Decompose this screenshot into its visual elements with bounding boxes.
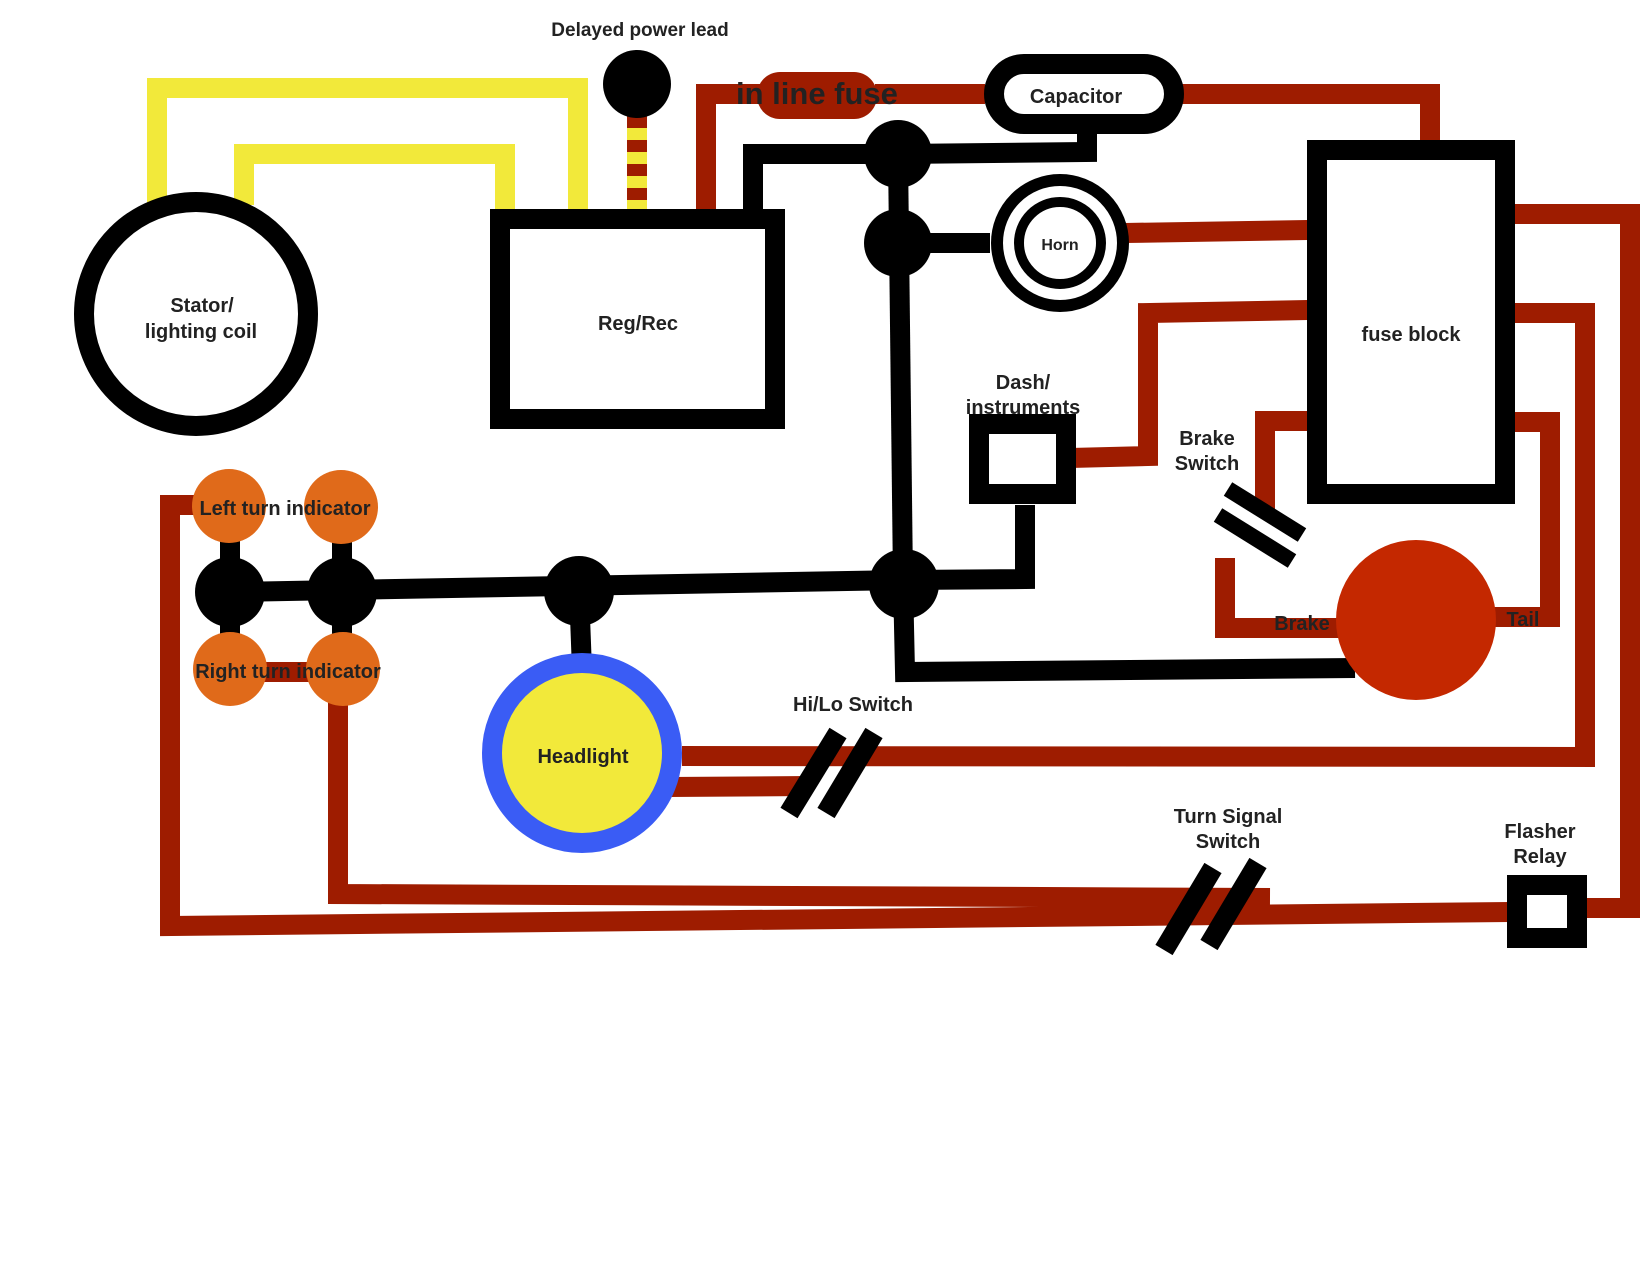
junction-dot — [864, 120, 932, 188]
brake-tail-light — [1336, 540, 1496, 700]
stator-label-line1: Stator/ — [170, 295, 234, 317]
wire-regrec-to-fuse — [696, 84, 760, 215]
in-line-fuse-label: in line fuse — [736, 76, 898, 111]
in-line-fuse — [757, 72, 877, 119]
ground-wires — [220, 125, 1356, 683]
delayed-power-lead-terminal — [603, 50, 671, 118]
stator-label-line2: lighting coil — [145, 321, 257, 343]
wire-turn-switch-to-left — [160, 495, 1511, 937]
tail-label: Tail — [1507, 609, 1540, 631]
dash-label-line2: instruments — [966, 397, 1080, 419]
junction-dot — [544, 556, 614, 626]
junction-dot — [864, 209, 932, 277]
brake-switch — [1213, 482, 1307, 568]
fuse-block — [1307, 140, 1515, 504]
wire-turn-switch-to-right — [328, 700, 1271, 908]
horn-label: Horn — [1041, 237, 1078, 254]
wire-fuseblock-to-tail — [1492, 412, 1560, 627]
wire-dash-to-fuseblock — [1069, 300, 1309, 468]
right-turn-indicator-front — [193, 632, 267, 706]
reg-rec-box — [490, 209, 785, 429]
horn-inner-ring — [1014, 197, 1106, 289]
flasher-relay-label-line2: Relay — [1513, 846, 1567, 868]
junction-dot — [869, 549, 939, 619]
capacitor-label: Capacitor — [1030, 86, 1122, 108]
stator-wire-inner — [234, 144, 515, 215]
wire-headlight-lo — [667, 776, 811, 797]
junction-dot — [307, 557, 377, 627]
hi-lo-switch — [780, 727, 883, 819]
junctions — [195, 120, 939, 627]
right-turn-indicator-rear — [306, 632, 380, 706]
flasher-relay-label-line1: Flasher — [1504, 821, 1575, 843]
capacitor — [984, 54, 1184, 134]
turn-signal-switch-label-line2: Switch — [1196, 831, 1260, 853]
stator-lighting-coil — [74, 192, 318, 436]
stator-wires — [147, 78, 588, 215]
headlight-label: Headlight — [537, 746, 628, 768]
dash-instruments-box — [969, 414, 1076, 504]
wire-brake-switch-to-brake — [1215, 558, 1340, 638]
power-wires — [160, 84, 1640, 937]
ground-regrec-to-junction — [743, 144, 898, 215]
brake-label: Brake — [1274, 613, 1330, 635]
right-turn-indicator-label: Right turn indicator — [195, 661, 381, 683]
wire-fuseblock-to-brake-switch — [1255, 411, 1308, 510]
ground-dash-link — [902, 505, 1035, 590]
flasher-relay — [1507, 875, 1587, 948]
wire-capacitor-to-fuseblock — [1165, 84, 1440, 148]
fuse-block-label: fuse block — [1362, 324, 1462, 346]
wire-horn-to-fuseblock — [1124, 220, 1309, 243]
hi-lo-switch-label: Hi/Lo Switch — [793, 694, 913, 716]
wire-fuseblock-to-flasher — [1515, 204, 1640, 918]
turn-signal-switch-label-line1: Turn Signal — [1174, 806, 1283, 828]
wire-fuseblock-to-headlight-hi — [681, 303, 1595, 768]
junction-dot — [195, 557, 265, 627]
left-turn-indicator-front — [192, 469, 266, 543]
brake-switch-label-line1: Brake — [1179, 428, 1235, 450]
stator-wire-outer — [147, 78, 588, 215]
headlight — [482, 653, 682, 853]
dash-label-line1: Dash/ — [996, 372, 1051, 394]
delayed-power-lead-label: Delayed power lead — [551, 20, 728, 41]
turn-signal-switch — [1155, 857, 1267, 956]
left-turn-indicator-label: Left turn indicator — [199, 498, 370, 520]
left-turn-indicator-rear — [304, 470, 378, 544]
turn-indicators — [192, 469, 380, 706]
brake-switch-label-line2: Switch — [1175, 453, 1239, 475]
reg-rec-label: Reg/Rec — [598, 313, 678, 335]
